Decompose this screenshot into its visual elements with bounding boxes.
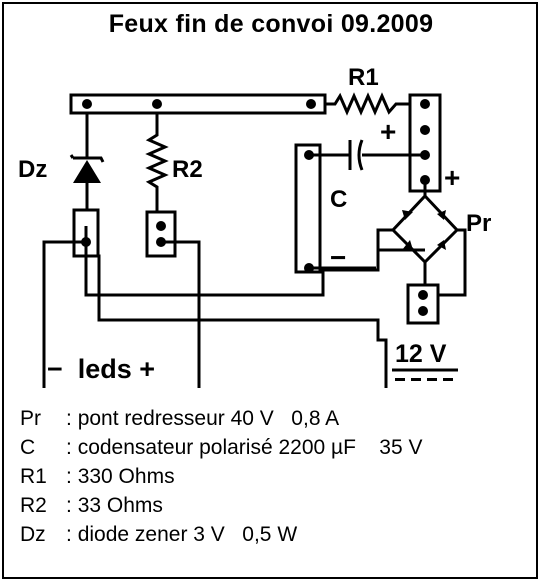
bridge-diode-1: [402, 210, 413, 220]
dz-label: Dz: [18, 156, 48, 183]
legend-key: R2: [20, 494, 47, 517]
cap-plus-label: +: [380, 116, 397, 147]
component-legend: Pr: pont redresseur 40 V 0,8 A C: codens…: [20, 404, 535, 549]
supply-voltage-label: 12 V: [395, 340, 447, 368]
legend-sep: :: [66, 465, 72, 488]
r1-resistor-symbol: [325, 92, 410, 116]
legend-row-r1: R1: 330 Ohms: [20, 462, 535, 491]
zener-triangle: [73, 160, 101, 183]
legend-row-dz: Dz: diode zener 3 V 0,5 W: [20, 520, 535, 549]
legend-key: Pr: [20, 407, 41, 430]
legend-text: pont redresseur 40 V 0,8 A: [77, 407, 340, 430]
legend-key: R1: [20, 465, 47, 488]
bridge-diode-4: [437, 240, 446, 250]
cap-plate-2: [357, 139, 364, 171]
diagram-title: Feux fin de convoi 09.2009: [108, 10, 434, 38]
supply-terminal-block: [406, 283, 440, 325]
terminal-dots: [81, 99, 430, 316]
legend-text: 33 Ohms: [77, 494, 163, 517]
legend-sep: :: [66, 407, 72, 430]
top-terminal-strip: [69, 93, 327, 115]
diagram-frame: [2, 2, 538, 579]
legend-text: 330 Ohms: [77, 465, 175, 488]
r2-label: R2: [172, 156, 203, 183]
r2-resistor-symbol: [145, 113, 169, 212]
legend-row-r2: R2: 33 Ohms: [20, 491, 535, 520]
bridge-diode-3: [402, 240, 413, 250]
legend-key: C: [20, 436, 36, 459]
c-label: C: [330, 186, 348, 213]
pr-label: Pr: [466, 210, 492, 237]
output-plus-label: +: [444, 162, 461, 193]
legend-sep: :: [66, 494, 72, 517]
bridge-rectifier-body: [390, 193, 460, 265]
bridge-diode-2: [437, 210, 446, 220]
output-minus-label: −: [330, 242, 347, 273]
leds-label: − leds +: [47, 354, 156, 384]
legend-row-c: C: codensateur polarisé 2200 µF 35 V: [20, 433, 535, 462]
legend-text: diode zener 3 V 0,5 W: [77, 523, 298, 546]
zener-bar: [73, 156, 105, 163]
legend-text: codensateur polarisé 2200 µF 35 V: [77, 436, 423, 459]
cap-terminal-block: [294, 143, 322, 274]
r2-terminal-block: [145, 210, 177, 258]
legend-sep: :: [66, 523, 72, 546]
legend-row-pr: Pr: pont redresseur 40 V 0,8 A: [20, 404, 535, 433]
legend-sep: :: [66, 436, 72, 459]
r1-label: R1: [348, 64, 379, 91]
legend-key: Dz: [20, 523, 46, 546]
